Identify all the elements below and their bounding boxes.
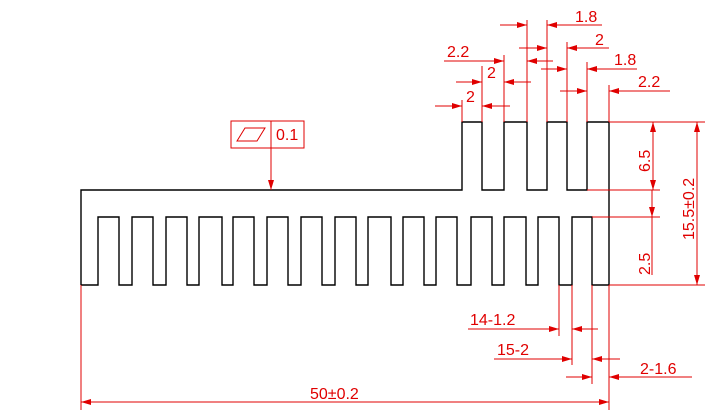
flatness-icon — [236, 127, 266, 142]
dim-top-6: 2.2 — [638, 74, 660, 91]
dim-pitch: 15-2 — [497, 342, 529, 359]
dim-top-1: 1.8 — [575, 9, 597, 26]
heatsink-outline — [80, 121, 610, 286]
dim-total-width: 50±0.2 — [310, 386, 359, 403]
dim-total-height: 15.5±0.2 — [681, 178, 698, 240]
top-fin-dimensions: 1.8 2 2.2 2 1.8 2.2 2 — [435, 9, 670, 122]
flatness-value: 0.1 — [276, 127, 298, 144]
dim-fin-height: 6.5 — [637, 150, 654, 172]
bottom-dimensions: 14-1.2 15-2 2-1.6 50±0.2 — [80, 285, 692, 410]
dim-slot-width: 14-1.2 — [470, 312, 515, 329]
right-dimensions: 6.5 2.5 15.5±0.2 — [587, 121, 705, 286]
dim-top-5: 1.8 — [614, 52, 636, 69]
flatness-tolerance-frame: 0.1 — [230, 120, 305, 190]
dim-top-4: 2 — [487, 65, 496, 82]
dim-top-7: 2 — [466, 89, 475, 106]
dim-top-2: 2 — [595, 32, 604, 49]
dim-slot-depth: 2.5 — [637, 253, 654, 275]
dim-top-3: 2.2 — [447, 44, 469, 61]
dim-end-wall: 2-1.6 — [640, 361, 677, 378]
